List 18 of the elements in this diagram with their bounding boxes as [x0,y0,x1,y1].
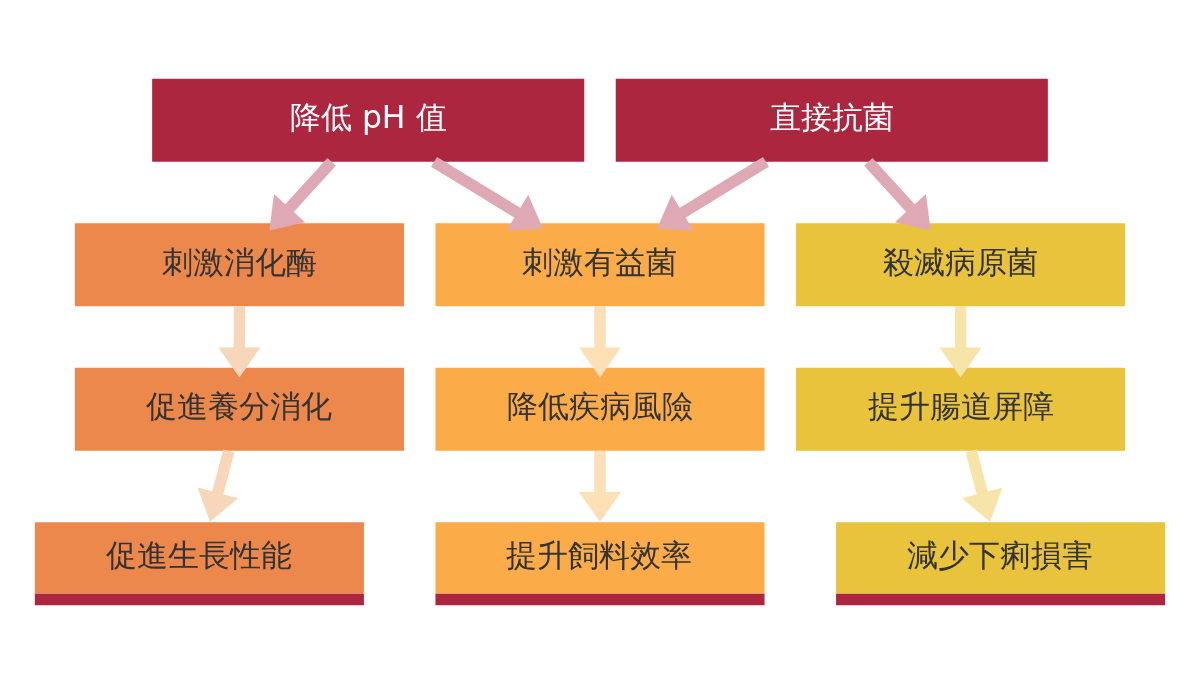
arrow [431,156,543,231]
node-box: 刺激消化酶 [74,222,404,306]
arrow [197,448,239,522]
arrow [218,305,261,377]
arrow [657,156,769,231]
node-box: 殺滅病原菌 [796,222,1126,306]
node-box: 降低疾病風險 [435,367,765,451]
arrow [864,157,931,230]
arrow [939,305,982,377]
node-box: 刺激有益菌 [435,222,765,306]
arrow [579,450,621,522]
node-box: 提升腸道屏障 [796,367,1126,451]
node-box: 促進養分消化 [74,367,404,451]
arrow [578,305,622,377]
node-box: 直接抗菌 [615,78,1048,162]
node-box: 降低 pH 值 [152,78,585,162]
arrow [269,157,336,230]
arrow [961,448,1003,522]
